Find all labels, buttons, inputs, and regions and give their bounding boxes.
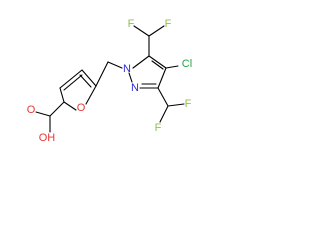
bond-furan-c2-c3 bbox=[59, 87, 65, 103]
atom-n1: N bbox=[123, 63, 131, 75]
bond-c5-c4-double bbox=[151, 60, 164, 70]
bond-furan-c3-c4-double bbox=[63, 74, 83, 91]
bond-furan-c3-c4 bbox=[59, 69, 83, 89]
bond-ch2-n1 bbox=[107, 61, 123, 69]
bond-chf2b-f-left bbox=[159, 105, 169, 123]
bond-furan-ch2 bbox=[95, 61, 109, 87]
bond-furan-o-c2 bbox=[63, 101, 77, 111]
bond-c2-cooh bbox=[49, 101, 65, 117]
molecule-structure: F F Cl N N O O OH F F bbox=[27, 18, 192, 144]
bond-n2-n1 bbox=[128, 72, 133, 83]
bond-c4-c3 bbox=[157, 67, 167, 89]
bond-cooh-o-double bbox=[35, 111, 51, 117]
atom-f-bottom-left: F bbox=[155, 122, 162, 134]
bonds bbox=[35, 25, 185, 133]
bond-chf2-f-right bbox=[148, 25, 165, 37]
atom-f-bottom-right: F bbox=[185, 98, 192, 110]
atom-o-ring: O bbox=[77, 102, 86, 114]
bond-furan-c5-c4-double bbox=[79, 74, 92, 88]
bond-c4-cl bbox=[165, 65, 179, 69]
bond-c3-chf2 bbox=[157, 87, 169, 107]
atom-cl: Cl bbox=[182, 58, 192, 70]
atom-labels: F F Cl N N O O OH F F bbox=[27, 18, 192, 144]
atom-o-carbonyl: O bbox=[27, 104, 36, 116]
bond-n1-c5 bbox=[132, 55, 150, 69]
bond-furan-c4-c5 bbox=[81, 69, 97, 87]
atom-f-top-left: F bbox=[128, 18, 135, 30]
bond-chf2b-f-right bbox=[167, 103, 185, 107]
bond-furan-c5-o bbox=[85, 85, 97, 105]
bond-c5-c4 bbox=[148, 55, 167, 69]
bond-chf2-f-left bbox=[133, 25, 150, 37]
atom-oh: OH bbox=[39, 132, 56, 144]
atom-f-top-right: F bbox=[165, 18, 172, 30]
atom-n2: N bbox=[131, 82, 139, 94]
